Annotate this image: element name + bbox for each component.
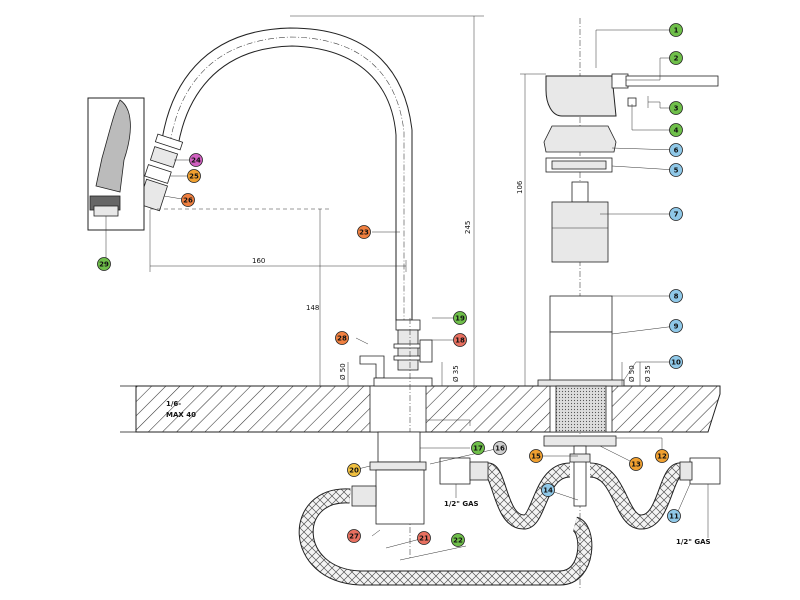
gas-label-left: 1/2" GAS [444,500,479,508]
callout-number-8: 8 [674,293,679,301]
callout-number-18: 18 [455,337,465,345]
callout-number-27: 27 [349,533,359,541]
callout-bubble-11 [667,509,681,523]
callout-number-25: 25 [189,173,199,181]
callout-bubble-27 [347,529,361,543]
callout-number-28: 28 [337,335,347,343]
callout-number-16: 16 [495,445,505,453]
callout-bubble-22 [451,533,465,547]
callout-bubble-12 [655,449,669,463]
callout-bubble-3 [669,101,683,115]
callout-bubble-10 [669,355,683,369]
callout-bubble-1 [669,23,683,37]
callout-number-29: 29 [99,261,109,269]
callout-bubble-8 [669,289,683,303]
callout-bubble-9 [669,319,683,333]
callout-number-26: 26 [183,197,193,205]
callout-number-19: 19 [455,315,465,323]
callout-bubble-17 [471,441,485,455]
callout-number-6: 6 [674,147,679,155]
dim-spout-148: 148 [306,304,319,312]
callout-number-4: 4 [674,127,679,135]
callout-bubble-7 [669,207,683,221]
callout-number-9: 9 [674,323,679,331]
dim-handle-106: 106 [516,180,524,194]
callout-number-14: 14 [543,487,553,495]
dim-base-50-right: Ø 50 [628,365,636,382]
callout-bubble-14 [541,483,555,497]
callout-bubble-26 [181,193,195,207]
callout-number-17: 17 [473,445,483,453]
callout-bubble-6 [669,143,683,157]
callout-bubble-16 [493,441,507,455]
callout-bubble-23 [357,225,371,239]
callout-number-20: 20 [349,467,359,475]
leader-lines [163,29,691,561]
callout-bubble-13 [629,457,643,471]
callout-number-3: 3 [674,105,679,113]
dimension-lines [149,15,709,538]
callout-number-2: 2 [674,55,679,63]
callout-number-12: 12 [657,453,667,461]
callout-bubble-24 [189,153,203,167]
counter-thickness-label-2: MAX 40 [166,411,196,419]
dim-base-50-left: Ø 50 [339,363,347,380]
countertop [120,385,721,433]
callout-number-10: 10 [671,359,681,367]
aerator-detail-inset [87,97,145,258]
callout-bubble-28 [335,331,349,345]
callout-bubble-25 [187,169,201,183]
callout-number-7: 7 [674,211,679,219]
dim-hole-35-left: Ø 35 [452,365,460,382]
cartridge-assembly [537,18,719,590]
callout-bubble-20 [347,463,361,477]
gas-label-right: 1/2" GAS [676,538,711,546]
callout-bubble-29 [97,257,111,271]
callout-number-24: 24 [191,157,201,165]
callout-number-21: 21 [419,535,429,543]
faucet-spout [138,27,413,321]
callout-number-1: 1 [674,27,679,35]
callout-bubble-18 [453,333,467,347]
callout-bubble-15 [529,449,543,463]
callout-number-15: 15 [531,453,541,461]
callout-number-22: 22 [453,537,463,545]
dim-hole-35-right: Ø 35 [644,365,652,382]
counter-thickness-label-1: 1/6- [166,400,181,408]
dim-height-245: 245 [464,221,472,234]
callout-bubble-4 [669,123,683,137]
right-hoses [439,457,721,530]
callout-number-11: 11 [669,513,679,521]
callout-number-5: 5 [674,167,679,175]
callout-bubble-5 [669,163,683,177]
callout-number-13: 13 [631,461,641,469]
callout-bubble-2 [669,51,683,65]
callout-number-23: 23 [359,229,369,237]
callout-bubble-19 [453,311,467,325]
callout-bubble-21 [417,531,431,545]
faucet-body [351,318,471,560]
dim-reach-160: 160 [252,257,265,265]
left-hose [298,488,593,586]
